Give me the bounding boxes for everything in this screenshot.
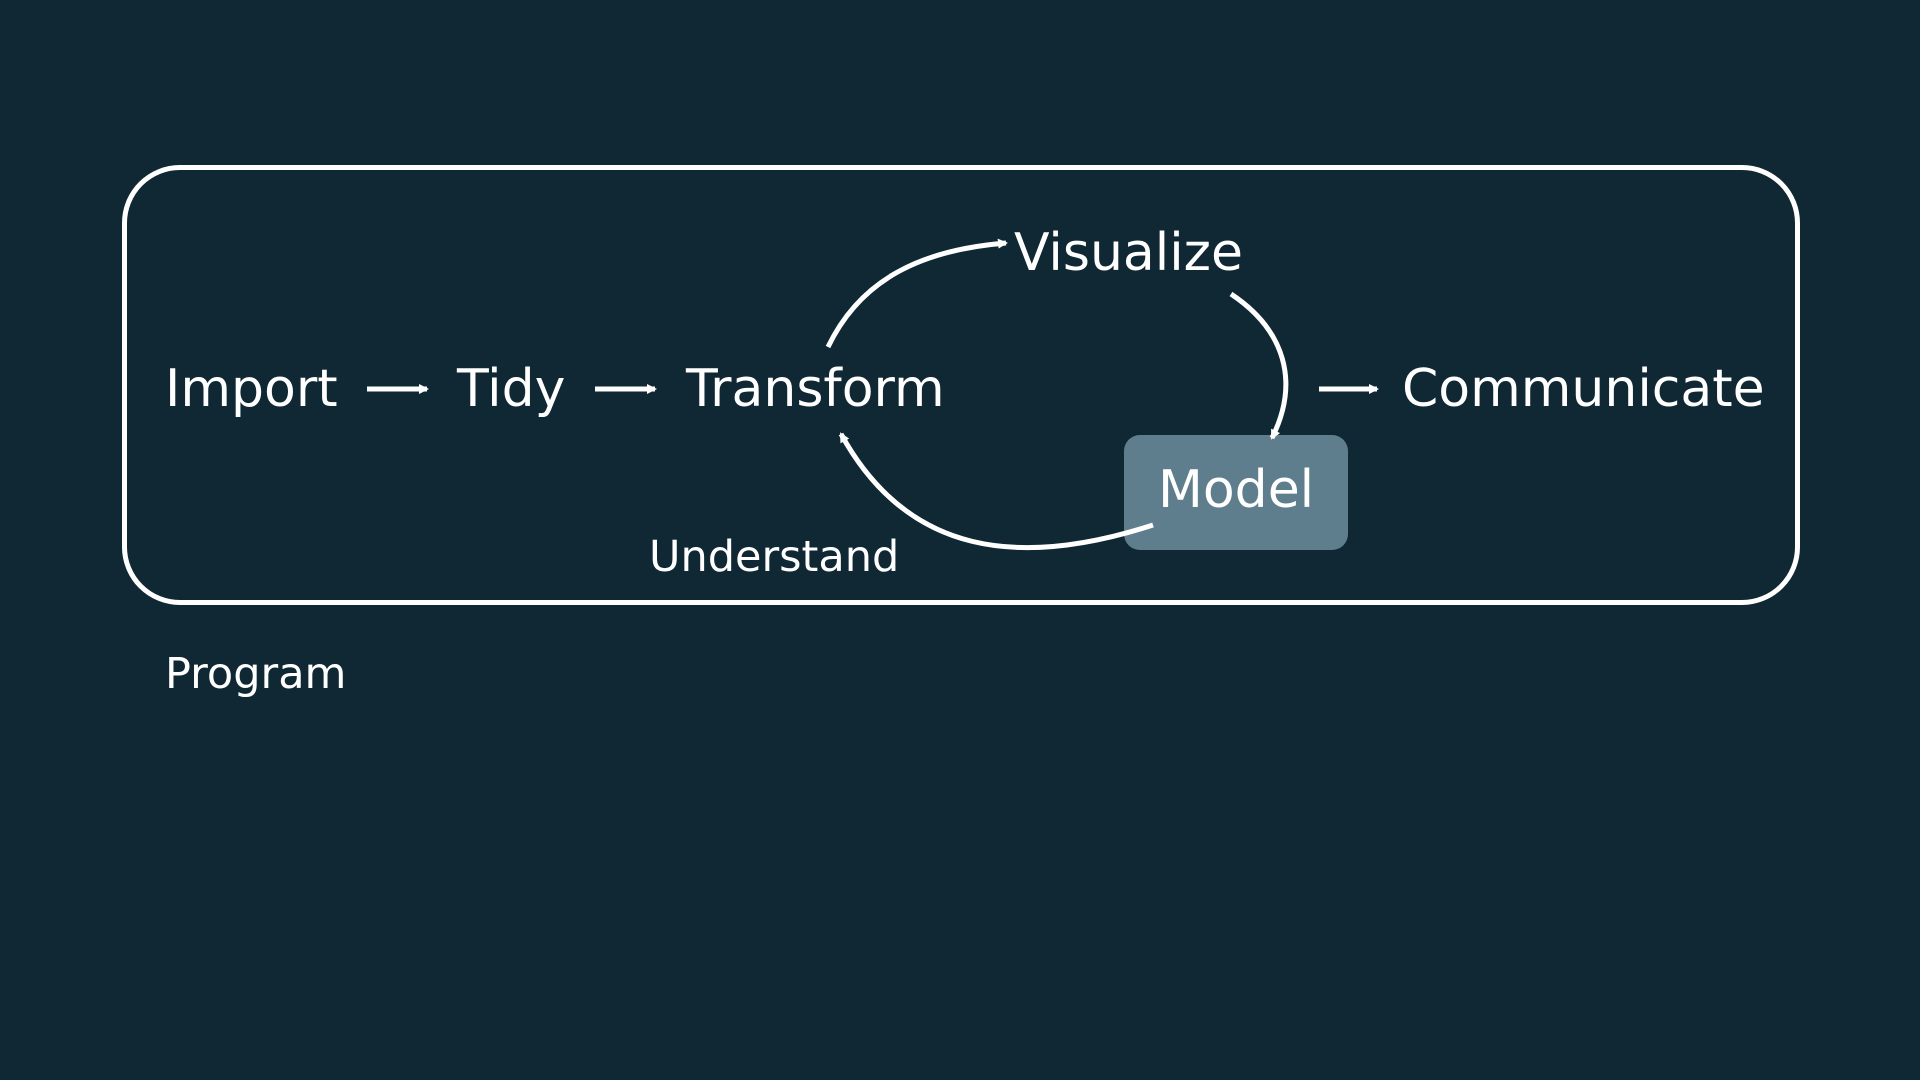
node-visualize: Visualize [1014, 223, 1243, 283]
node-model: Model [1158, 460, 1315, 520]
node-model-box: Model [1124, 435, 1348, 550]
program-label: Program [165, 649, 347, 699]
arrow-model-transform [838, 432, 1154, 551]
node-tidy: Tidy [457, 359, 566, 419]
arrow-visualize-model [1229, 291, 1289, 440]
arrow-transform-visualize [825, 238, 1008, 349]
node-communicate: Communicate [1402, 359, 1765, 419]
understand-label: Understand [649, 532, 900, 582]
understand-program-frame [122, 165, 1800, 605]
node-import: Import [165, 359, 338, 419]
node-transform: Transform [686, 359, 945, 419]
